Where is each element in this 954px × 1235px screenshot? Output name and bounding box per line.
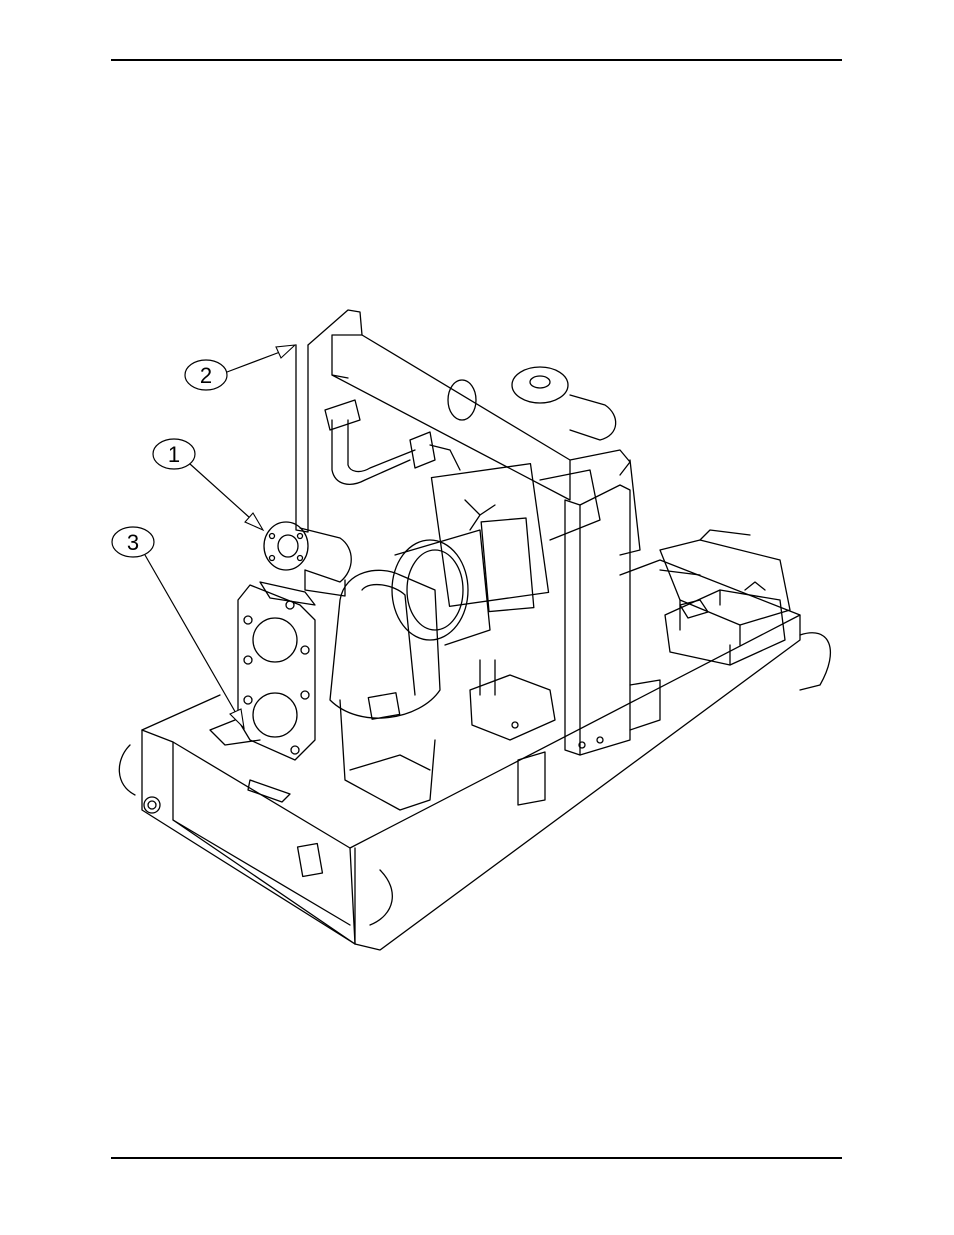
header-rule <box>111 59 842 61</box>
pump-volute <box>330 570 440 810</box>
battery-box <box>665 582 785 665</box>
pump-assembly-drawing: 2 1 3 <box>100 300 860 960</box>
lifting-handles <box>119 633 830 925</box>
upright-frame <box>296 310 630 532</box>
discharge-flange <box>264 522 351 596</box>
pump-housing <box>210 582 315 760</box>
callout-2: 2 <box>185 345 295 390</box>
callout-label-1: 1 <box>168 442 180 467</box>
base-skid <box>142 560 800 950</box>
engine-mount <box>470 660 555 740</box>
footer-rule <box>111 1157 842 1159</box>
callout-3: 3 <box>112 527 244 728</box>
exhaust-pipe <box>325 400 435 484</box>
callout-label-2: 2 <box>200 363 212 388</box>
callout-1: 1 <box>153 439 263 530</box>
callout-label-3: 3 <box>127 530 139 555</box>
